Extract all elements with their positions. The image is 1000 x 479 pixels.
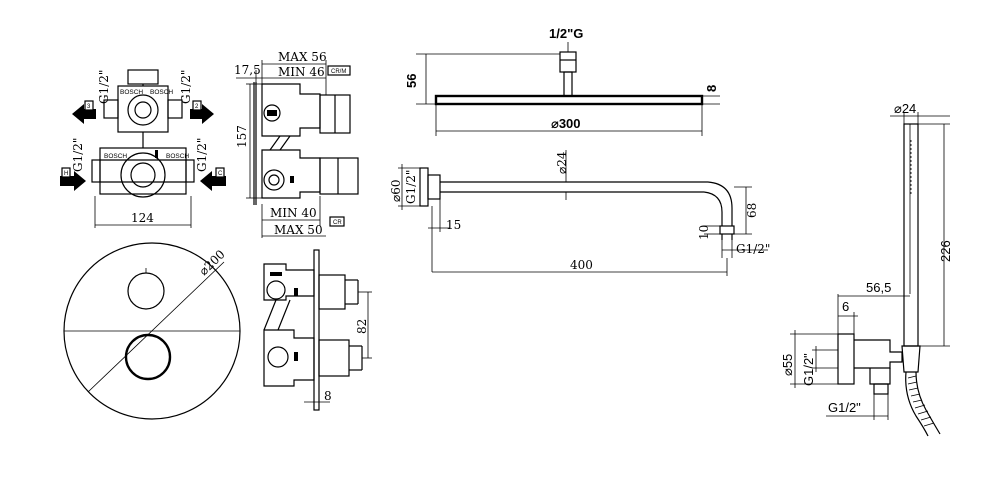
min-40: MIN 40 xyxy=(270,206,317,220)
thread-label: G1/2" xyxy=(195,138,209,172)
upper-port-bore xyxy=(263,104,281,122)
thread-label: G1/2" xyxy=(97,70,111,104)
valve-left-inlet xyxy=(91,159,101,183)
arm-flange xyxy=(419,167,429,207)
dia-55: ⌀55 xyxy=(780,354,795,376)
head-thread: 1/2"G xyxy=(549,26,583,41)
svg-text:CR/M: CR/M xyxy=(331,69,346,75)
thread-label: G1/2" xyxy=(179,70,193,104)
dia-24-arm: ⌀24 xyxy=(555,151,569,174)
valve-main-bore xyxy=(120,152,166,198)
dim-226: 226 xyxy=(938,240,953,262)
brand-mark: BOSCH xyxy=(120,89,143,96)
valve-right-inlet xyxy=(185,159,195,183)
arm-flange-ring xyxy=(427,174,441,200)
dia-24-hand: ⌀24 xyxy=(894,101,916,116)
arm-thread-wall: G1/2" xyxy=(404,170,418,204)
hose-connector xyxy=(873,383,889,395)
trim-plate-front: ⌀200 xyxy=(63,242,241,420)
valve-left-port xyxy=(103,99,119,119)
valve-lower-cartridge xyxy=(319,157,359,195)
tag-cr xyxy=(329,216,345,227)
tag-crm xyxy=(327,65,351,76)
hand-shower: ⌀24 226 56,5 6 ⌀55 G1/2" G1/2" xyxy=(780,101,953,437)
valve-top-bore-inner xyxy=(134,101,152,119)
dim-400: 400 xyxy=(570,258,593,272)
dim-6: 6 xyxy=(842,299,849,314)
dim-56: 56 xyxy=(404,74,419,88)
max-56: MAX 56 xyxy=(278,50,327,64)
plate-edge xyxy=(313,249,320,411)
lower-port-bore xyxy=(263,169,285,191)
arm-thread-outlet: G1/2" xyxy=(736,242,770,256)
valve-right-port xyxy=(167,99,183,119)
dim-8-thickness: 8 xyxy=(704,85,719,92)
dim-124: 124 xyxy=(131,211,154,225)
thermostat-knob xyxy=(124,333,172,381)
dia-60: ⌀60 xyxy=(389,180,403,203)
svg-text:2: 2 xyxy=(195,104,199,110)
dia-300: ⌀300 xyxy=(551,116,581,131)
dim-68: 68 xyxy=(745,203,759,218)
arrow-in-c: C xyxy=(200,167,226,191)
head-disc xyxy=(434,94,704,106)
valve-main-bore-inner xyxy=(130,162,156,188)
dim-56-5: 56,5 xyxy=(866,280,891,295)
wall-outlet-flange xyxy=(837,333,855,385)
valve-top-cap xyxy=(127,69,159,85)
trim-plate-side: 82 8 xyxy=(263,249,372,411)
thread-outlet: G1/2" xyxy=(828,400,861,415)
min-46: MIN 46 xyxy=(278,65,325,79)
valve-side-view: 17,5 MAX 56 MIN 46 CR/M 157 MIN 40 MAX 5… xyxy=(234,50,359,238)
svg-text:3: 3 xyxy=(87,104,91,110)
upper-knob-side xyxy=(318,274,346,310)
dim-10: 10 xyxy=(697,225,711,240)
valve-front-view: BOSCH BOSCH BOSCH BOSCH 3 2 H C G1/2" G1… xyxy=(60,69,226,228)
svg-text:H: H xyxy=(64,171,68,177)
head-stem xyxy=(563,71,573,97)
arm-outlet xyxy=(719,225,735,235)
head-connector xyxy=(559,51,577,73)
thread-label: G1/2" xyxy=(71,138,85,172)
valve-top-bore xyxy=(127,94,159,126)
arrow-out-3: 3 xyxy=(72,100,96,124)
brand-mark: BOSCH xyxy=(166,153,189,160)
max-50: MAX 50 xyxy=(274,223,323,237)
svg-text:CR: CR xyxy=(333,220,342,226)
thread-inlet: G1/2" xyxy=(801,353,816,386)
dim-157: 157 xyxy=(235,125,249,148)
dim-17-5: 17,5 xyxy=(234,63,261,77)
arrow-out-2: 2 xyxy=(190,100,214,124)
arrow-in-h: H xyxy=(60,167,86,191)
dim-15: 15 xyxy=(446,218,461,232)
dim-82: 82 xyxy=(355,319,369,334)
lower-knob-side xyxy=(318,339,350,377)
shower-head: 1/2"G 56 8 ⌀300 xyxy=(404,26,720,136)
dim-8: 8 xyxy=(324,389,332,403)
shower-arm: ⌀60 G1/2" ⌀24 15 68 10 G1/2" 400 xyxy=(389,150,770,276)
brand-mark: BOSCH xyxy=(150,89,173,96)
diverter-knob xyxy=(127,272,165,310)
brand-mark: BOSCH xyxy=(104,153,127,160)
svg-text:C: C xyxy=(218,171,223,177)
